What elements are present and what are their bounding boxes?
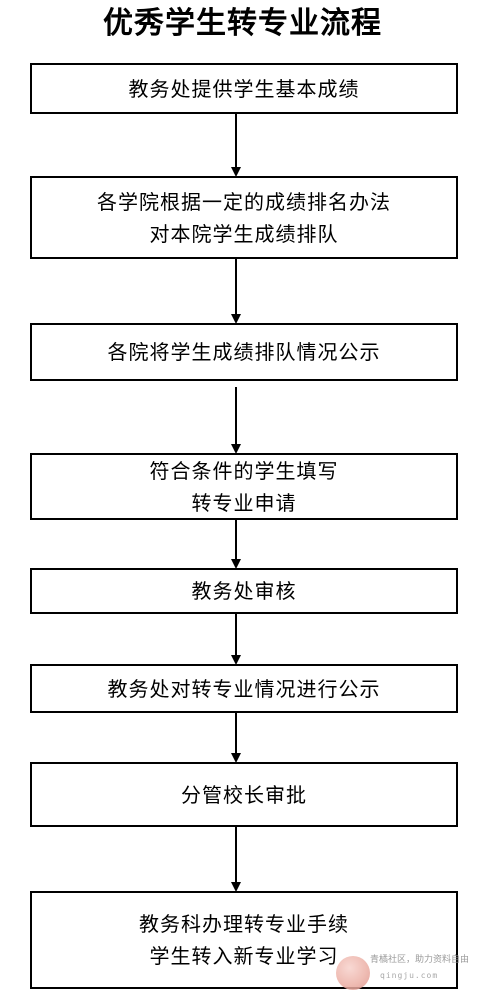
step-4-text-line-2: 转专业申请 bbox=[191, 490, 297, 515]
step-8-complete-transfer: 教务科办理转专业手续 学生转入新专业学习 bbox=[30, 891, 458, 989]
step-7-vice-president-approval: 分管校长审批 bbox=[30, 762, 458, 827]
watermark-text: 青橘社区，助力资料自由 bbox=[370, 955, 470, 965]
step-6-text: 教务处对转专业情况进行公示 bbox=[107, 676, 381, 701]
step-1-text: 教务处提供学生基本成绩 bbox=[128, 76, 360, 101]
step-6-publish-transfer: 教务处对转专业情况进行公示 bbox=[30, 664, 458, 713]
step-5-text: 教务处审核 bbox=[191, 579, 297, 603]
step-8-text-line-1: 教务科办理转专业手续 bbox=[139, 912, 349, 936]
step-4-student-application: 符合条件的学生填写 转专业申请 bbox=[30, 453, 458, 520]
step-3-publish-ranking: 各院将学生成绩排队情况公示 bbox=[30, 323, 458, 381]
step-4-text-line-1: 符合条件的学生填写 bbox=[149, 458, 339, 483]
step-2-college-ranking: 各学院根据一定的成绩排名办法 对本院学生成绩排队 bbox=[30, 176, 458, 259]
watermark: 青橘社区，助力资料自由 qingju.com bbox=[330, 948, 482, 1000]
flowchart-title: 优秀学生转专业流程 bbox=[103, 6, 382, 41]
step-5-academic-affairs-review: 教务处审核 bbox=[30, 568, 458, 614]
step-3-text: 各院将学生成绩排队情况公示 bbox=[107, 340, 381, 364]
step-7-text: 分管校长审批 bbox=[181, 782, 307, 807]
watermark-logo-icon bbox=[336, 956, 370, 990]
watermark-url: qingju.com bbox=[380, 971, 439, 980]
step-2-text-line-2: 对本院学生成绩排队 bbox=[149, 221, 339, 246]
step-8-text-line-2: 学生转入新专业学习 bbox=[149, 944, 339, 968]
step-1-provide-scores: 教务处提供学生基本成绩 bbox=[30, 63, 458, 114]
step-2-text-line-1: 各学院根据一定的成绩排名办法 bbox=[97, 189, 391, 214]
